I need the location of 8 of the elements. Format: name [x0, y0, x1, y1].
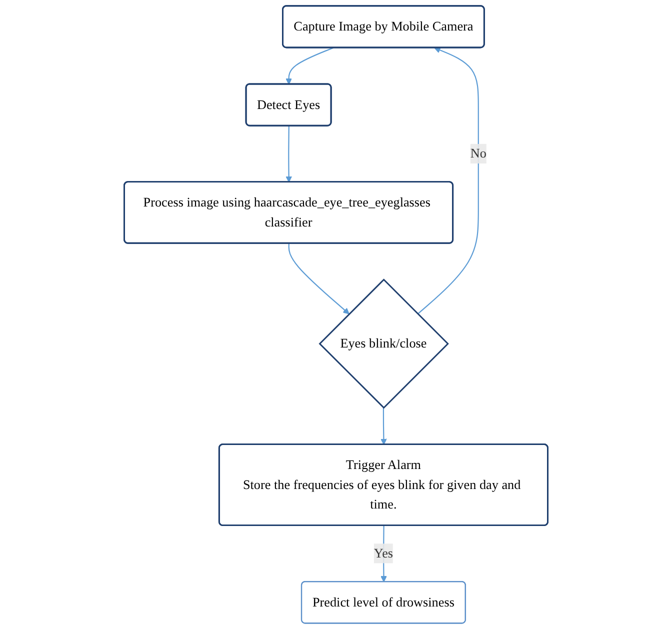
edge-label: No [470, 146, 486, 161]
arrow [285, 47, 333, 85]
edge-label: Yes [373, 546, 393, 560]
arrow [380, 408, 386, 445]
arrow [288, 243, 349, 314]
arrow [285, 126, 292, 182]
node-diamond: Eyes blink/close [318, 278, 448, 409]
arrow [416, 47, 478, 314]
